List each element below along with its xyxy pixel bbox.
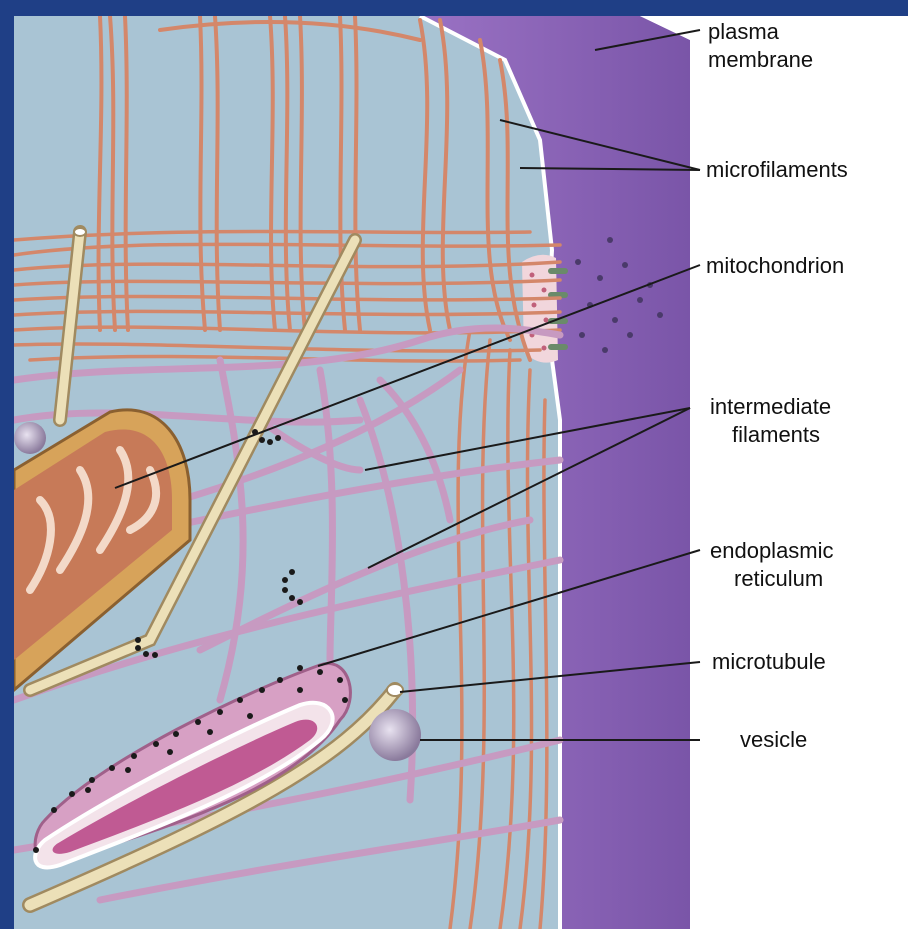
label-intermediate-filaments-line2: filaments <box>710 421 831 449</box>
label-mitochondrion: mitochondrion <box>706 252 844 280</box>
label-plasma-membrane-line1: plasma <box>708 18 813 46</box>
label-plasma-membrane-line2: membrane <box>708 46 813 74</box>
label-intermediate-filaments: intermediate filaments <box>710 393 831 449</box>
label-endoplasmic-reticulum-line1: endoplasmic <box>710 537 834 565</box>
label-intermediate-filaments-line1: intermediate <box>710 393 831 421</box>
label-microfilaments: microfilaments <box>706 156 848 184</box>
vesicle-small <box>14 422 46 454</box>
frame-top-border <box>0 0 908 16</box>
label-endoplasmic-reticulum-line2: reticulum <box>710 565 834 593</box>
label-microtubule: microtubule <box>712 648 826 676</box>
frame-left-border <box>0 0 14 929</box>
label-vesicle: vesicle <box>740 726 807 754</box>
label-plasma-membrane: plasma membrane <box>708 18 813 74</box>
vesicle <box>369 709 421 761</box>
label-endoplasmic-reticulum: endoplasmic reticulum <box>710 537 834 593</box>
